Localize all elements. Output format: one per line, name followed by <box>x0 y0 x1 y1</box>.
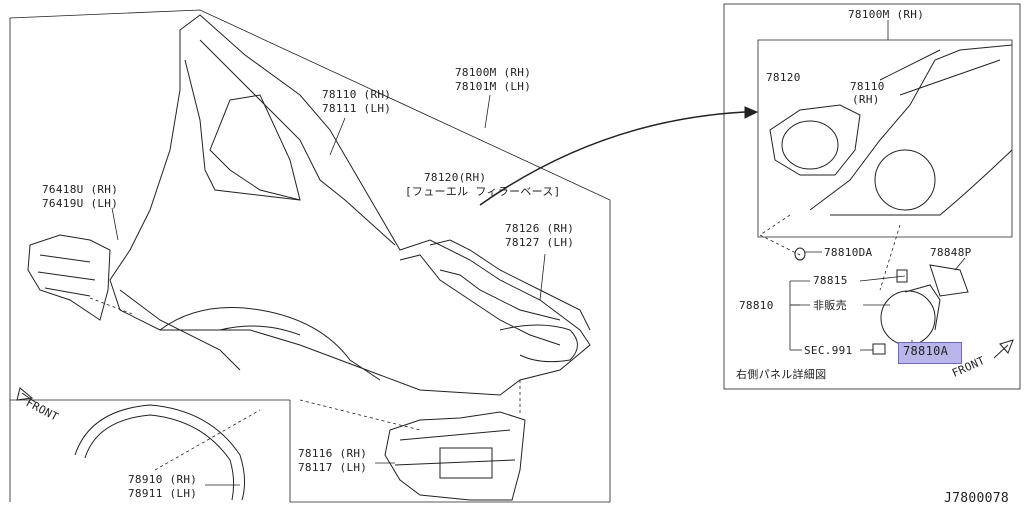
front-arrow-main-icon <box>16 387 36 403</box>
bracket-76418u-drawing <box>27 234 111 321</box>
detail-caption: 右側パネル詳細図 <box>736 368 827 381</box>
front-arrow-detail-icon <box>993 339 1014 359</box>
label-78127: 78127 (LH) <box>505 236 575 249</box>
detail-label-rh: (RH) <box>852 93 880 106</box>
label-78126: 78126 (RH) <box>505 222 575 235</box>
label-78110: 78110 (RH) <box>322 88 392 101</box>
detail-label-78810a: 78810A <box>903 344 949 358</box>
fuel-filler-detail-drawing <box>769 44 1013 216</box>
detail-frame <box>723 3 1021 390</box>
label-78111: 78111 (LH) <box>322 102 392 115</box>
detail-dashed-leaders <box>759 214 901 291</box>
label-78101m: 78101M (LH) <box>455 80 532 93</box>
label-78116: 78116 (RH) <box>298 447 368 460</box>
label-78100m: 78100M (RH) <box>455 66 532 79</box>
main-frame <box>9 9 611 503</box>
detail-label-78120: 78120 <box>766 71 801 84</box>
detail-label-sec991: SEC.991 <box>804 344 853 357</box>
label-78120-jp: [フューエル フィラーベース] <box>405 185 561 198</box>
detail-label-78810: 78810 <box>739 299 774 312</box>
label-78117: 78117 (LH) <box>298 461 368 474</box>
detail-label-hanbai: 非販売 <box>813 299 847 312</box>
highlight-78810a <box>898 342 962 364</box>
label-78120: 78120(RH) <box>424 171 487 184</box>
detail-label-78100m: 78100M (RH) <box>848 8 925 21</box>
label-76419u: 76419U (LH) <box>42 197 119 210</box>
detail-label-78810da: 78810DA <box>824 246 873 259</box>
detail-label-78848p: 78848P <box>930 246 972 259</box>
fender-trim-78910-drawing <box>74 404 246 501</box>
detail-label-78110: 78110 <box>850 80 885 93</box>
detail-leaders <box>789 20 966 351</box>
detail-label-78815: 78815 <box>813 274 848 287</box>
label-78910: 78910 (RH) <box>128 473 198 486</box>
label-78911: 78911 (LH) <box>128 487 198 500</box>
quarter-panel-drawing <box>109 14 591 396</box>
callout-arrow <box>479 111 746 206</box>
label-76418u: 76418U (RH) <box>42 183 119 196</box>
diagram-code: J7800078 <box>944 491 1010 506</box>
lower-panel-78116-drawing <box>384 411 526 501</box>
detail-inset <box>757 39 1013 238</box>
